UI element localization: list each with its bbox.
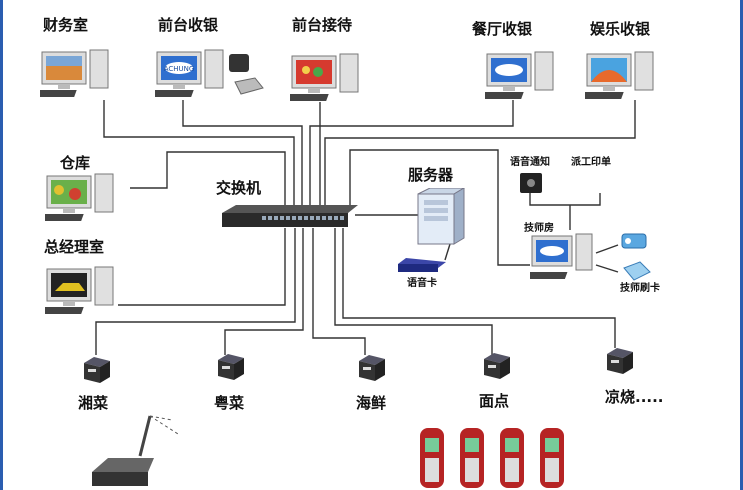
label-voice-card: 语音卡 bbox=[407, 278, 437, 289]
line-voice-dispatch bbox=[529, 193, 601, 206]
label-gm-office: 总经理室 bbox=[44, 238, 105, 256]
left-border bbox=[0, 0, 3, 490]
printer-seafood-icon bbox=[355, 353, 389, 383]
label-printer-cold: 凉烧..... bbox=[605, 388, 664, 406]
label-voice-notify: 语音通知 bbox=[510, 157, 550, 168]
card-reader-icon bbox=[618, 230, 650, 250]
line-restaurant bbox=[309, 100, 514, 208]
label-warehouse: 仓库 bbox=[60, 154, 91, 172]
printer-hunan-icon bbox=[80, 355, 114, 385]
mobile-phones-icon bbox=[416, 424, 566, 490]
computer-technician bbox=[530, 232, 600, 284]
label-entertainment-cashier: 娱乐收银 bbox=[590, 20, 651, 38]
line-cantonese bbox=[224, 228, 304, 355]
label-technician-card: 技师刷卡 bbox=[620, 283, 660, 294]
line-entertainment bbox=[324, 100, 636, 208]
computer-restaurant bbox=[485, 50, 570, 102]
logo-text: ACHUNG bbox=[164, 65, 195, 73]
label-dispatch-print: 派工印单 bbox=[571, 157, 611, 168]
line-front-cashier bbox=[182, 100, 303, 208]
label-printer-cantonese: 粤菜 bbox=[214, 394, 245, 412]
line-warehouse bbox=[130, 151, 286, 210]
voice-notify-device bbox=[519, 172, 543, 194]
line-seafood bbox=[312, 228, 366, 355]
line-technician bbox=[349, 149, 530, 266]
label-front-cashier: 前台收银 bbox=[158, 16, 219, 34]
computer-warehouse bbox=[45, 172, 130, 224]
label-front-reception: 前台接待 bbox=[292, 16, 353, 34]
label-printer-hunan: 湘菜 bbox=[78, 394, 109, 412]
line-noodles bbox=[334, 228, 493, 355]
voice-card-device bbox=[398, 256, 446, 276]
computer-front-cashier: ACHUNG bbox=[155, 48, 265, 103]
network-switch bbox=[222, 205, 358, 231]
wireless-router-icon bbox=[88, 412, 183, 490]
line-finance bbox=[103, 100, 295, 208]
computer-gm bbox=[45, 265, 130, 317]
computer-front-reception bbox=[290, 52, 375, 104]
label-printer-seafood: 海鲜 bbox=[356, 394, 387, 412]
printer-cold-icon bbox=[603, 346, 637, 376]
line-cold bbox=[342, 228, 616, 348]
printer-noodles-icon bbox=[480, 351, 514, 381]
right-border bbox=[740, 0, 743, 490]
line-hunan bbox=[95, 228, 296, 355]
server-tower bbox=[414, 188, 468, 246]
computer-entertainment bbox=[585, 50, 670, 102]
printer-cantonese-icon bbox=[214, 352, 248, 382]
label-server: 服务器 bbox=[408, 166, 454, 184]
label-printer-noodles: 面点 bbox=[479, 392, 510, 410]
label-finance: 财务室 bbox=[43, 16, 89, 34]
label-switch: 交换机 bbox=[216, 179, 262, 197]
label-technician-room: 技师房 bbox=[524, 223, 554, 234]
line-gm bbox=[118, 228, 286, 306]
computer-finance bbox=[40, 48, 125, 100]
card-swipe-icon bbox=[620, 260, 652, 282]
label-restaurant-cashier: 餐厅收银 bbox=[472, 20, 533, 38]
